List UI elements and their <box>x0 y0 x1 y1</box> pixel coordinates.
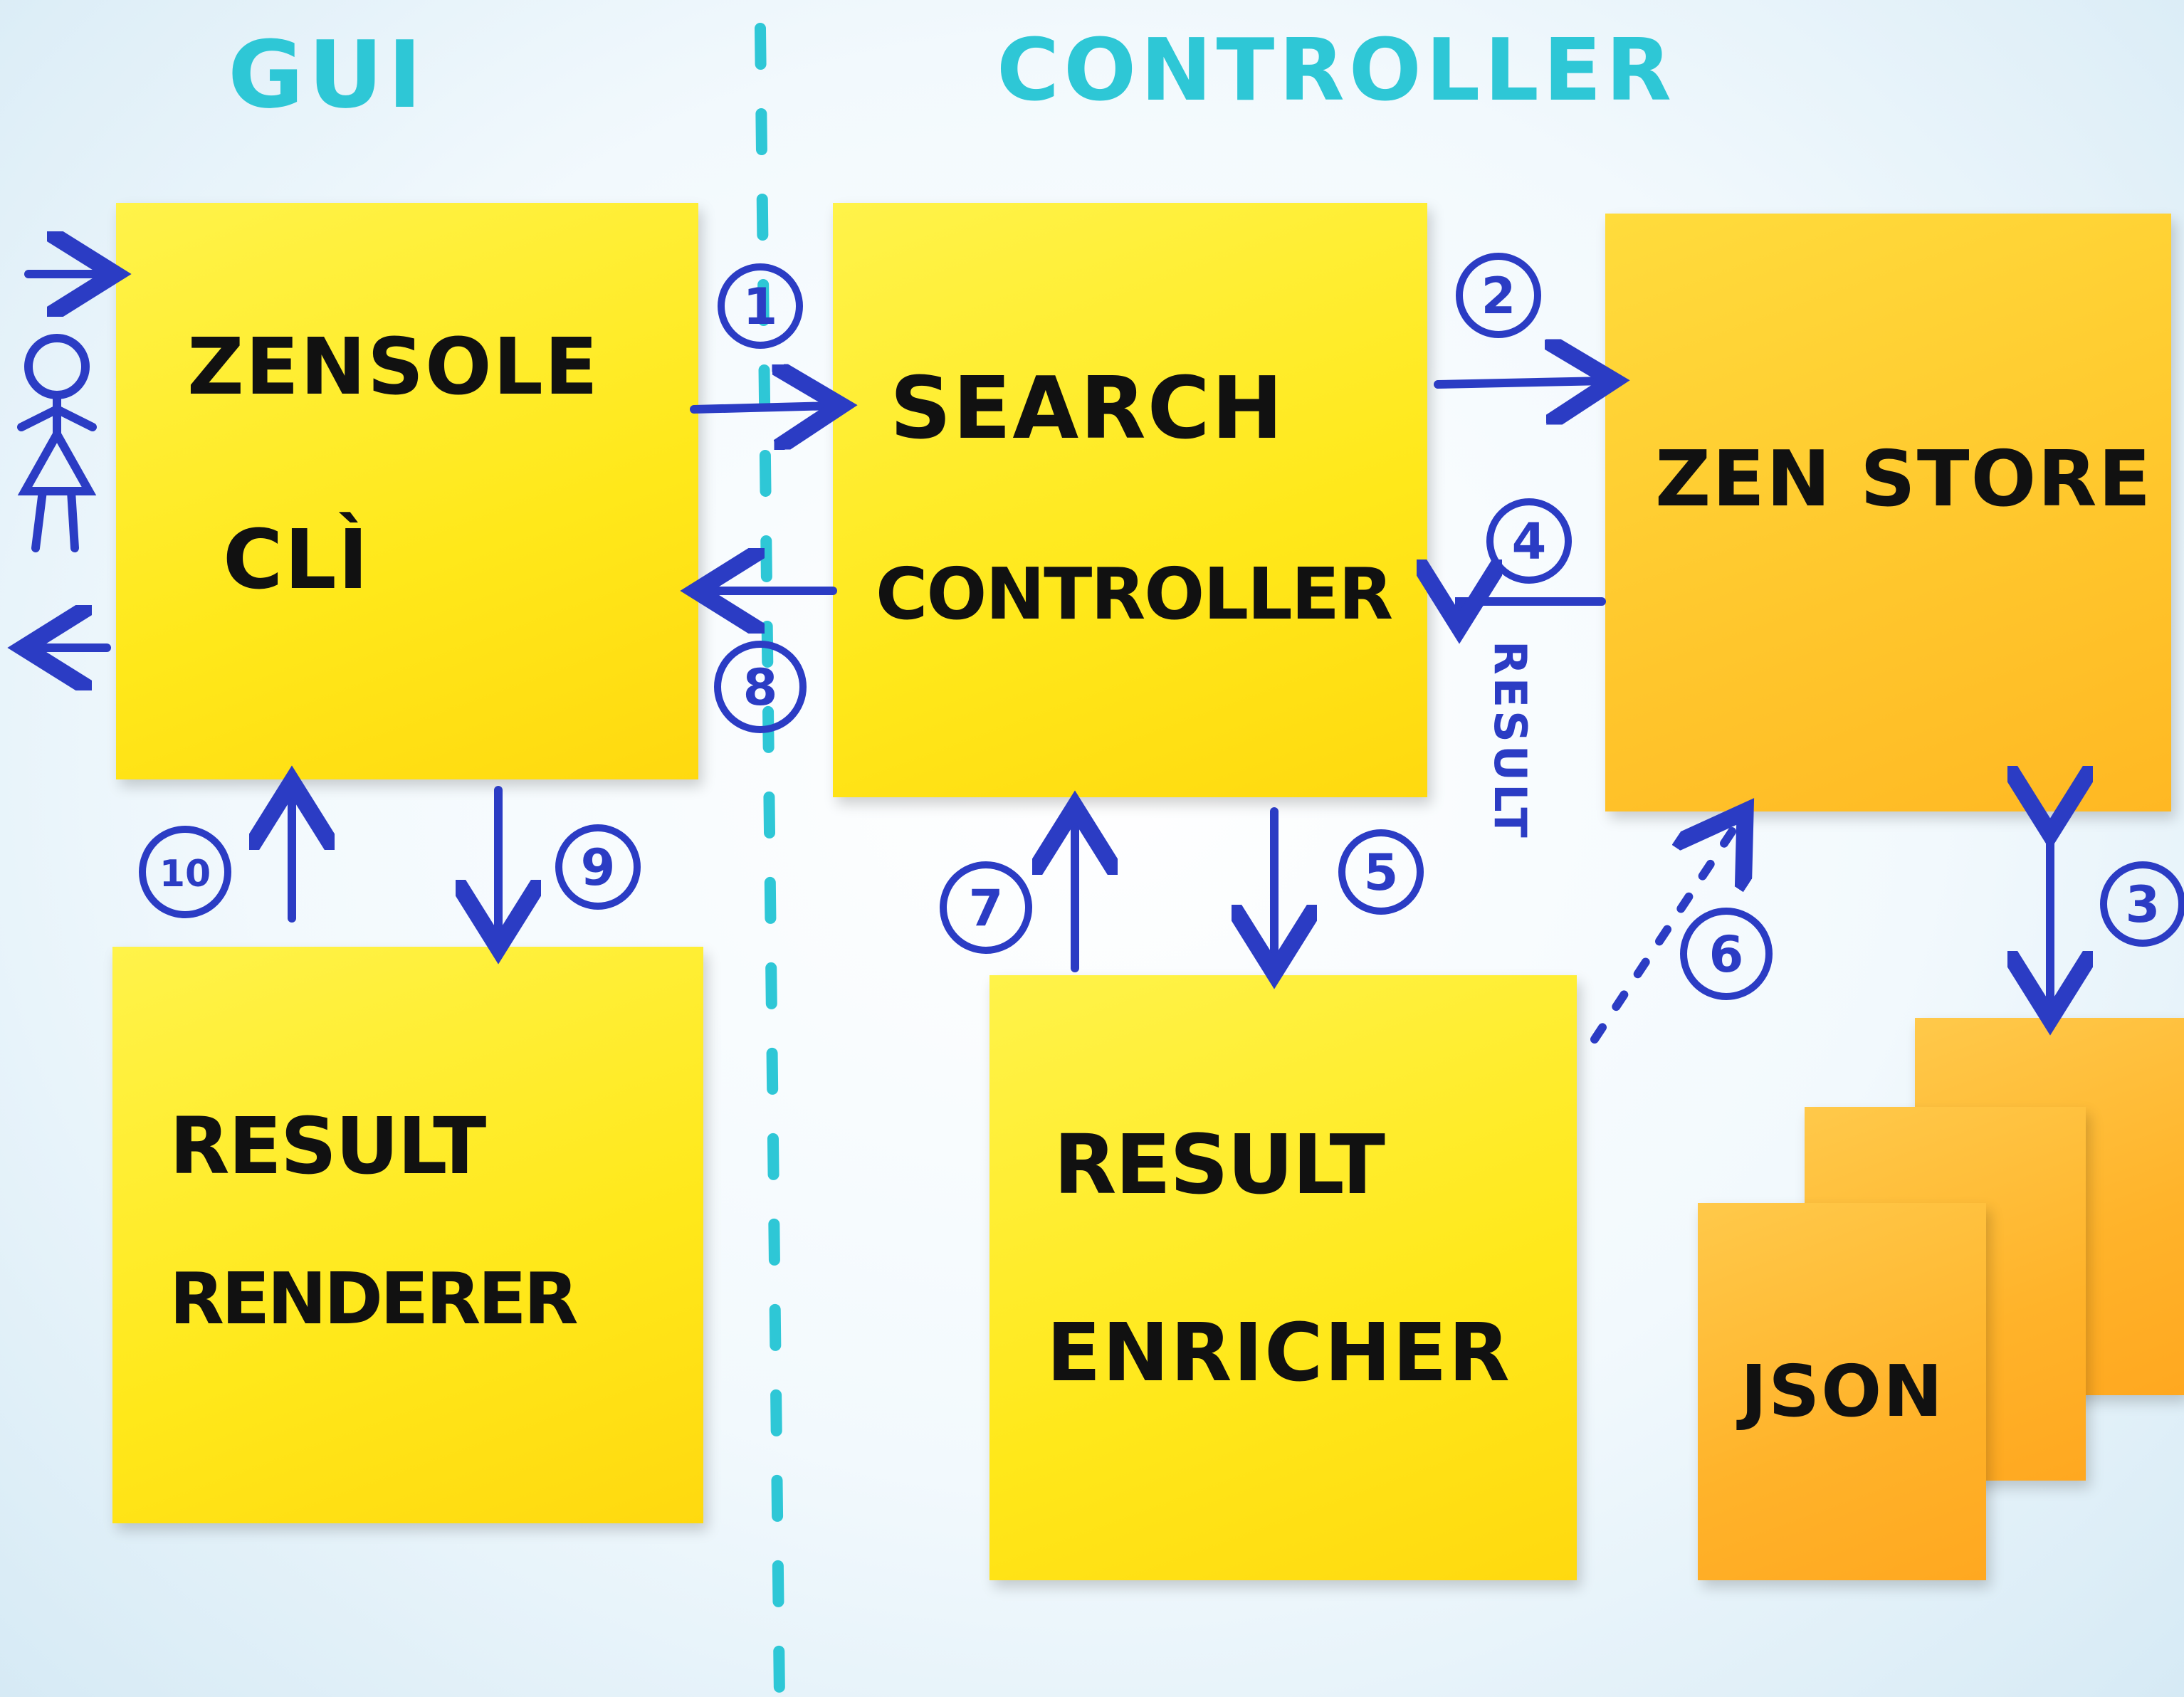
step-number-10: 10 <box>159 853 211 895</box>
json-label: JSON <box>1741 1350 1944 1433</box>
step-circle-5 <box>1338 829 1424 915</box>
result-enricher-sticky: RESULT ENRICHER <box>989 975 1577 1580</box>
gui-section-title: GUI <box>228 21 426 129</box>
zen-store-label: ZEN STORE <box>1655 435 2153 524</box>
step-number-6: 6 <box>1709 925 1744 984</box>
step-circle-4 <box>1486 498 1572 584</box>
step-circle-6 <box>1680 908 1773 1000</box>
cli-label: CLÌ <box>223 513 370 608</box>
step-number-5: 5 <box>1364 844 1399 902</box>
step-circle-2 <box>1456 253 1541 338</box>
result-vertical-label: RESULT <box>1484 641 1536 841</box>
arrow-step-4 <box>1459 601 1606 619</box>
search-controller-sticky: SEARCH CONTROLLER <box>833 203 1427 797</box>
search-label: SEARCH <box>890 359 1285 458</box>
zensole-label: ZENSOLE <box>187 321 599 412</box>
step-circle-1 <box>718 263 803 349</box>
step-number-3: 3 <box>2126 876 2161 934</box>
step-number-7: 7 <box>969 879 1004 937</box>
user-stick-figure <box>17 334 97 552</box>
step-circle-7 <box>940 861 1032 954</box>
step-circle-10 <box>139 826 231 918</box>
controller-section-title: CONTROLLER <box>997 21 1676 120</box>
result-enricher-line1: RESULT <box>1054 1118 1385 1213</box>
arrow-step-1 <box>690 406 833 409</box>
result-renderer-sticky: RESULT RENDERER <box>112 947 703 1523</box>
arrow-step-2 <box>1434 381 1605 384</box>
step-circles <box>139 253 2184 1000</box>
zen-store-sticky: ZEN STORE <box>1605 214 2171 811</box>
step-number-4: 4 <box>1512 513 1547 571</box>
step-number-1: 1 <box>743 278 778 336</box>
json-sticky-front: JSON <box>1698 1203 1986 1580</box>
step-circle-9 <box>555 824 641 910</box>
result-renderer-line1: RESULT <box>169 1100 486 1192</box>
step-number-2: 2 <box>1481 267 1516 325</box>
arrow-step-6 <box>1590 819 1741 1044</box>
step-circle-3 <box>2100 861 2184 947</box>
step-circle-8 <box>714 641 807 733</box>
step-number-9: 9 <box>581 839 616 897</box>
result-enricher-line2: ENRICHER <box>1046 1307 1511 1399</box>
step-number-8: 8 <box>743 658 778 717</box>
gui-controller-divider <box>755 23 785 1697</box>
controller-label: CONTROLLER <box>876 552 1393 636</box>
result-renderer-line2: RENDERER <box>169 1257 579 1340</box>
zensole-cli-sticky: ZENSOLE CLÌ <box>116 203 698 779</box>
